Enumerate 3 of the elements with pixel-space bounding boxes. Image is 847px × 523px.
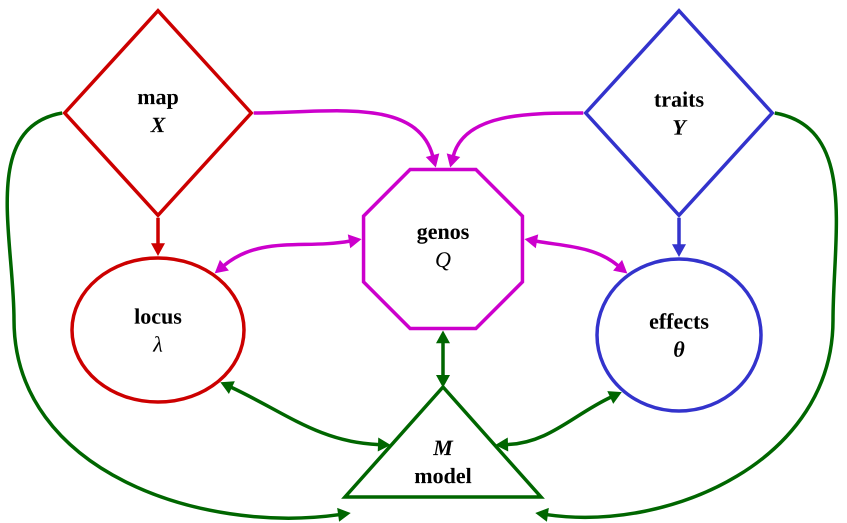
circle-node: locus λ (70, 256, 246, 404)
octagon-node: genos Q (362, 168, 524, 330)
circle-node: effects θ (595, 257, 763, 413)
